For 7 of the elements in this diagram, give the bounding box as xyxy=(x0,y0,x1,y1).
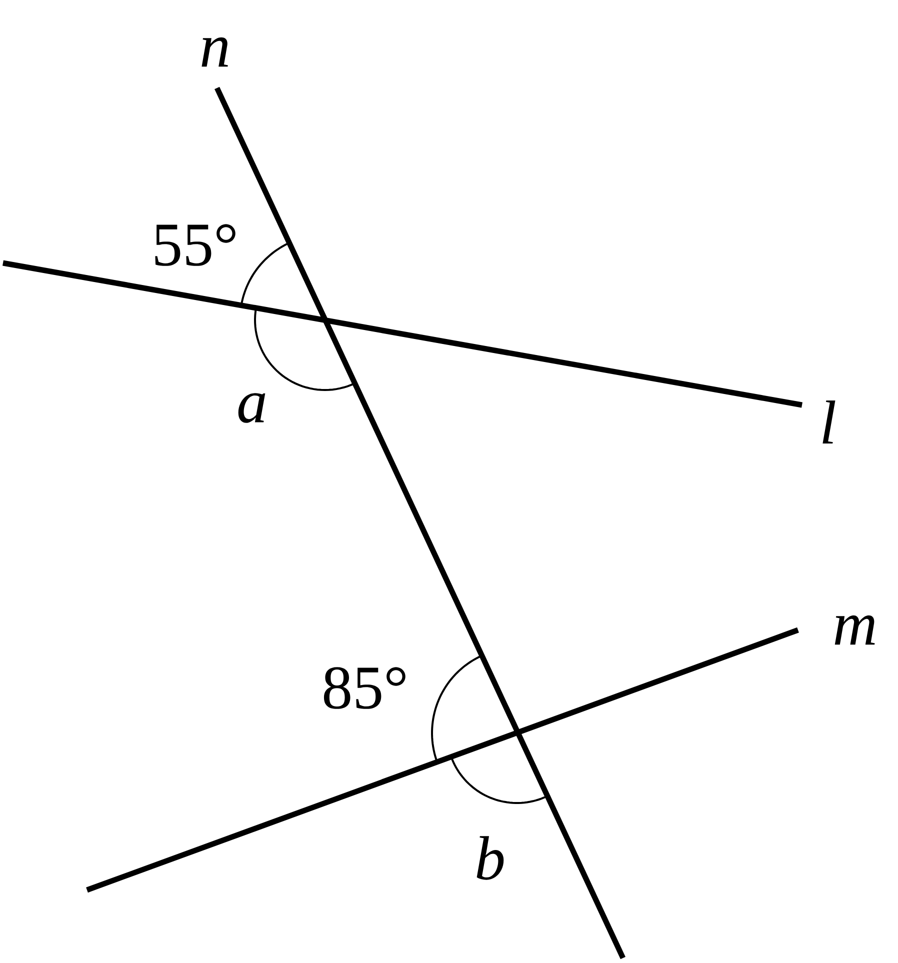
angle-label: a xyxy=(238,393,266,423)
line-label: n xyxy=(202,37,228,67)
line-label: m xyxy=(834,615,875,645)
line-label: l xyxy=(822,400,836,444)
angle-label: b xyxy=(476,836,504,880)
angle-label: 55° xyxy=(155,224,236,266)
angle-label: 85° xyxy=(324,667,406,709)
